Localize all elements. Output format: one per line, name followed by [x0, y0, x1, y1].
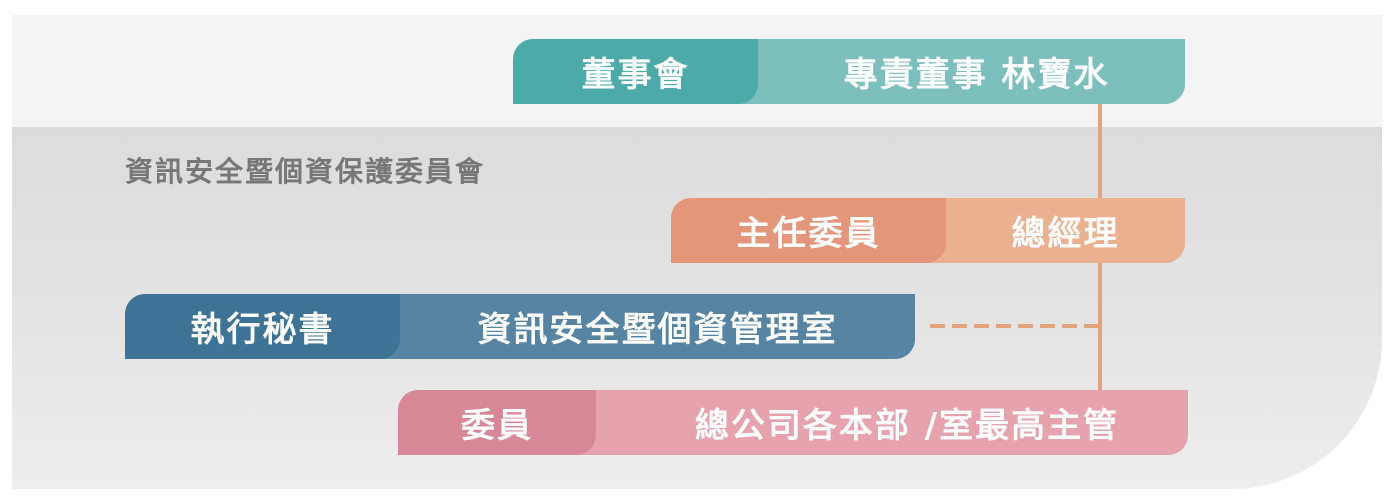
board-label: 董事會	[513, 39, 758, 104]
chair-role: 總經理	[946, 198, 1185, 263]
executive-label: 執行秘書	[125, 294, 400, 359]
board-role: 專責董事 林寶水	[758, 39, 1185, 104]
chair-label: 主任委員	[671, 198, 946, 263]
dashed-connector-line	[930, 324, 1098, 328]
executive-role: 資訊安全暨個資管理室	[400, 294, 915, 359]
members-bar: 委員 總公司各本部 /室最高主管	[398, 390, 1188, 455]
board-bar: 董事會 專責董事 林寶水	[513, 39, 1185, 104]
chair-bar: 主任委員 總經理	[671, 198, 1185, 263]
members-label: 委員	[398, 390, 596, 455]
executive-secretary-bar: 執行秘書 資訊安全暨個資管理室	[125, 294, 915, 359]
committee-title: 資訊安全暨個資保護委員會	[125, 155, 486, 188]
members-role: 總公司各本部 /室最高主管	[596, 390, 1188, 455]
